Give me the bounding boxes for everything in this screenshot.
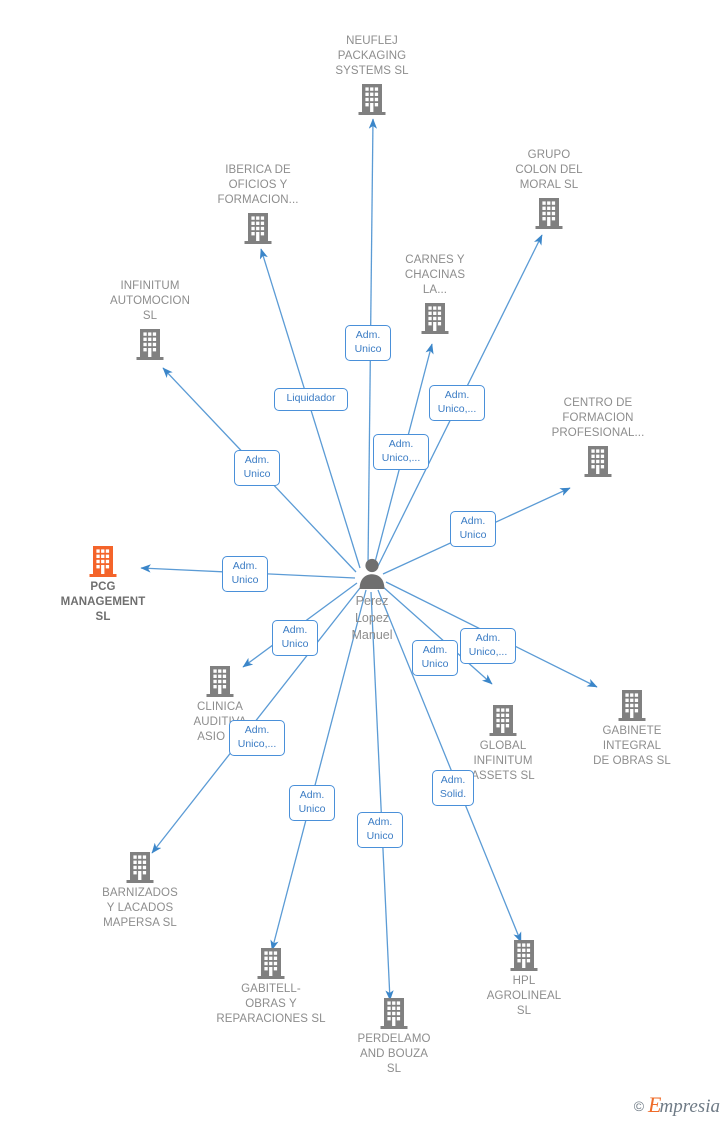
company-node-carnes[interactable]: CARNES Y CHACINAS LA... bbox=[377, 253, 493, 335]
building-icon bbox=[162, 664, 278, 698]
building-icon bbox=[491, 196, 607, 230]
edge-label-l-carnes[interactable]: Adm. Unico,... bbox=[373, 434, 429, 470]
edge-label-l-hpl[interactable]: Adm. Solid. bbox=[432, 770, 474, 806]
company-node-label: GRUPO COLON DEL MORAL SL bbox=[515, 149, 583, 191]
company-node-gabitell[interactable]: GABITELL- OBRAS Y REPARACIONES SL bbox=[213, 946, 329, 1027]
brand-initial: E bbox=[648, 1092, 662, 1117]
company-node-label: INFINITUM AUTOMOCION SL bbox=[109, 280, 190, 322]
company-node-label: GABITELL- OBRAS Y REPARACIONES SL bbox=[216, 983, 326, 1025]
company-node-label: GLOBAL INFINITUM ASSETS SL bbox=[471, 740, 535, 782]
building-icon bbox=[213, 946, 329, 980]
company-node-perdelamo[interactable]: PERDELAMO AND BOUZA SL bbox=[336, 996, 452, 1077]
edge-label-l-clinica[interactable]: Adm. Unico,... bbox=[229, 720, 285, 756]
company-node-label: NEUFLEJ PACKAGING SYSTEMS SL bbox=[335, 35, 409, 77]
watermark: © Empresia bbox=[633, 1092, 720, 1117]
building-icon bbox=[574, 688, 690, 722]
company-node-pcg[interactable]: PCG MANAGEMENT SL bbox=[45, 544, 161, 625]
company-node-label: CARNES Y CHACINAS LA... bbox=[404, 254, 466, 296]
edge-label-l-grupo[interactable]: Adm. Unico,... bbox=[429, 385, 485, 421]
company-node-neuflej[interactable]: NEUFLEJ PACKAGING SYSTEMS SL bbox=[314, 34, 430, 116]
building-icon bbox=[466, 938, 582, 972]
company-node-infinitum[interactable]: INFINITUM AUTOMOCION SL bbox=[92, 279, 208, 361]
edge-label-l-iberica[interactable]: Liquidador bbox=[274, 388, 348, 411]
building-icon bbox=[92, 327, 208, 361]
company-node-label: PCG MANAGEMENT SL bbox=[60, 581, 146, 623]
brand-name: mpresia bbox=[659, 1096, 720, 1117]
building-icon bbox=[45, 544, 161, 578]
company-node-hpl[interactable]: HPL AGROLINEAL SL bbox=[466, 938, 582, 1019]
person-node-label: Perez Lopez Manuel bbox=[351, 594, 393, 642]
person-node-center[interactable]: Perez Lopez Manuel bbox=[314, 556, 430, 644]
edge-label-l-global[interactable]: Adm. Unico bbox=[412, 640, 458, 676]
edge-label-l-barniz[interactable]: Adm. Unico bbox=[289, 785, 335, 821]
edge-label-l-clinica2[interactable]: Adm. Unico bbox=[272, 620, 318, 656]
building-icon bbox=[314, 82, 430, 116]
building-icon bbox=[82, 850, 198, 884]
edge-label-l-centro[interactable]: Adm. Unico bbox=[450, 511, 496, 547]
copyright-icon: © bbox=[633, 1098, 645, 1114]
edge-label-l-gabitell[interactable]: Adm. Unico bbox=[357, 812, 403, 848]
company-node-grupo[interactable]: GRUPO COLON DEL MORAL SL bbox=[491, 148, 607, 230]
company-node-label: PERDELAMO AND BOUZA SL bbox=[357, 1033, 431, 1075]
edge-label-l-gabinete[interactable]: Adm. Unico,... bbox=[460, 628, 516, 664]
company-node-label: BARNIZADOS Y LACADOS MAPERSA SL bbox=[102, 887, 178, 929]
building-icon bbox=[445, 703, 561, 737]
company-node-global[interactable]: GLOBAL INFINITUM ASSETS SL bbox=[445, 703, 561, 784]
edge-label-l-infinitum[interactable]: Adm. Unico bbox=[234, 450, 280, 486]
edge-label-l-pcg[interactable]: Adm. Unico bbox=[222, 556, 268, 592]
company-node-label: GABINETE INTEGRAL DE OBRAS SL bbox=[593, 725, 671, 767]
edge-label-l-neuflej[interactable]: Adm. Unico bbox=[345, 325, 391, 361]
company-node-label: CENTRO DE FORMACION PROFESIONAL... bbox=[551, 397, 645, 439]
building-icon bbox=[336, 996, 452, 1030]
company-node-barniz[interactable]: BARNIZADOS Y LACADOS MAPERSA SL bbox=[82, 850, 198, 931]
company-node-label: HPL AGROLINEAL SL bbox=[486, 975, 562, 1017]
building-icon bbox=[200, 211, 316, 245]
building-icon bbox=[377, 301, 493, 335]
company-node-label: IBERICA DE OFICIOS Y FORMACION... bbox=[217, 164, 299, 206]
company-node-iberica[interactable]: IBERICA DE OFICIOS Y FORMACION... bbox=[200, 163, 316, 245]
person-icon bbox=[314, 556, 430, 590]
edge-perdelamo bbox=[370, 591, 394, 1001]
building-icon bbox=[540, 444, 656, 478]
company-node-gabinete[interactable]: GABINETE INTEGRAL DE OBRAS SL bbox=[574, 688, 690, 769]
company-node-centro[interactable]: CENTRO DE FORMACION PROFESIONAL... bbox=[540, 396, 656, 478]
